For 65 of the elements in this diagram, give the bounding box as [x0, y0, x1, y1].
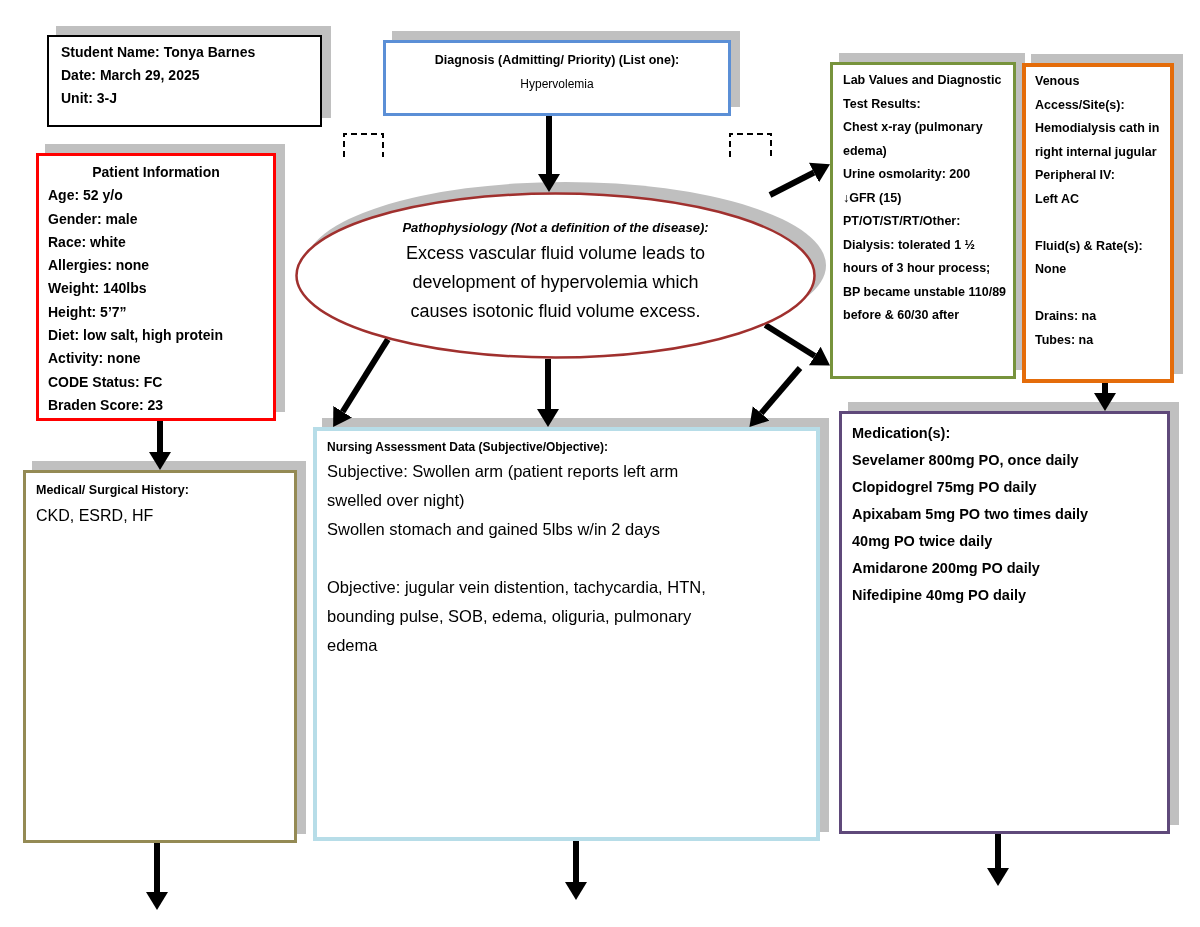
field-text: Student Name: Tonya Barnes: [61, 43, 257, 62]
arrow: [149, 421, 171, 470]
field-text: Hypervolemia: [520, 76, 594, 93]
venous-access-box: [1022, 63, 1174, 383]
field-text: Left AC: [1035, 190, 1080, 208]
ellipse-heading: Pathophysiology (Not a definition of the disease):: [402, 219, 709, 237]
field-text: Nifedipine 40mg PO daily: [852, 586, 1028, 605]
field-text: Age: 52 y/o: [48, 186, 124, 206]
field-text: Dialysis: tolerated 1 ½ hours of 3 hour process; BP became unstable 110/89 before & 60/30 after: [843, 236, 1008, 324]
arrow: [987, 834, 1009, 886]
field-text: Allergies: none: [48, 256, 151, 276]
field-text: Weight: 140lbs: [48, 279, 148, 299]
field-text: Drains: na: [1035, 308, 1098, 325]
field-text: Chest x-ray (pulmonary edema): [843, 119, 984, 160]
field-text: 40mg PO twice daily: [852, 532, 994, 551]
medication-box: [839, 411, 1170, 834]
field-text: Fluid(s) & Rate(s):: [1035, 237, 1144, 255]
field-text: Date: March 29, 2025: [61, 66, 201, 85]
pathophysiology-ellipse: [295, 192, 816, 359]
box-heading: Patient Information: [91, 163, 221, 182]
student-info-box: [47, 35, 322, 127]
field-text: Peripheral IV:: [1035, 167, 1116, 184]
nursing-assessment-box: [313, 427, 820, 841]
field-text: Gender: male: [48, 209, 139, 229]
field-text: Height: 5’7”: [48, 302, 128, 322]
field-text: ↓GFR (15): [843, 189, 903, 207]
field-text: Braden Score: 23: [48, 395, 165, 415]
field-text: Objective: jugular vein distention, tachycardia, HTN, bounding pulse, SOB, edema, oliguria, pulmonary edema: [327, 577, 707, 656]
field-text: Hemodialysis cath in right internal jugular: [1035, 120, 1161, 161]
field-text: Race: white: [48, 232, 127, 252]
arrow: [333, 337, 391, 427]
lab-values-box: [830, 62, 1016, 379]
arrow: [565, 841, 587, 900]
field-text: CODE Status: FC: [48, 372, 164, 392]
field-text: Apixabam 5mg PO two times daily: [852, 505, 1090, 524]
field-text: CKD, ESRD, HF: [36, 506, 155, 526]
field-text: Swollen stomach and gained 5lbs w/in 2 days: [327, 519, 661, 540]
field-text: Excess vascular fluid volume leads to development of hypervolemia which causes isotonic fluid volume excess.: [404, 242, 707, 323]
box-heading: Nursing Assessment Data (Subjective/Objective):: [327, 439, 609, 456]
arrow: [749, 366, 803, 427]
medical-history-box: [23, 470, 297, 843]
box-heading: Diagnosis (Admitting/ Priority) (List one):: [434, 52, 680, 69]
field-text: Urine osmolarity: 200: [843, 166, 972, 183]
field-text: Diet: low salt, high protein: [48, 326, 224, 346]
box-heading: Medical/ Surgical History:: [36, 482, 190, 499]
arrow: [537, 358, 559, 427]
field-text: Subjective: Swollen arm (patient reports left arm swelled over night): [327, 461, 680, 511]
arrow: [1094, 383, 1116, 411]
field-text: None: [1035, 261, 1068, 278]
arrow: [768, 162, 830, 198]
diagnosis-box: [383, 40, 731, 116]
field-text: Unit: 3-J: [61, 89, 118, 108]
arrow: [538, 116, 560, 193]
arrow: [146, 843, 168, 910]
field-text: Amidarone 200mg PO daily: [852, 559, 1041, 578]
patient-info-box: [36, 153, 276, 421]
field-text: PT/OT/ST/RT/Other:: [843, 213, 962, 230]
field-text: Tubes: na: [1035, 331, 1095, 349]
box-heading: Lab Values and Diagnostic Test Results:: [843, 72, 1003, 113]
field-text: Sevelamer 800mg PO, once daily: [852, 451, 1080, 470]
arrow: [763, 322, 830, 366]
field-text: Clopidogrel 75mg PO daily: [852, 478, 1038, 497]
field-text: Activity: none: [48, 349, 142, 369]
box-heading: Medication(s):: [852, 424, 952, 443]
box-heading: Venous Access/Site(s):: [1035, 73, 1126, 114]
